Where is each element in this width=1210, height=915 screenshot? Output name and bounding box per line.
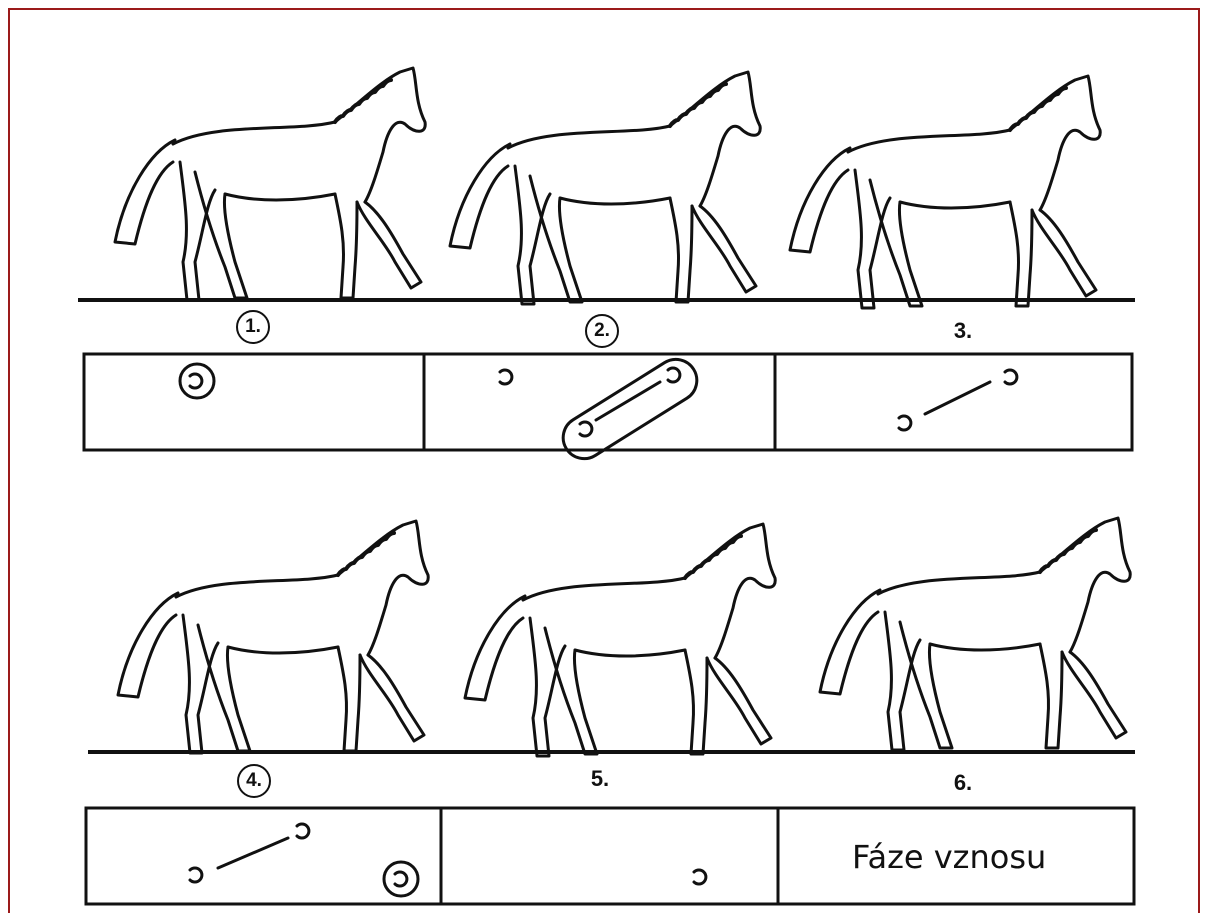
hoofprints-box-4: [188, 822, 420, 898]
flight-phase-text: Fáze vznosu: [852, 838, 1047, 876]
horse-figure-4: [116, 519, 431, 755]
horse-figure-1: [113, 66, 428, 302]
footfall-boxes-row-1: [82, 352, 1134, 452]
hoofprints-box-1: [178, 362, 216, 400]
step-label-5: 5.: [590, 766, 610, 791]
horse-figure-5: [463, 522, 778, 758]
hoofprints-box-2: [498, 357, 699, 461]
hoofprints-box-3: [897, 368, 1019, 432]
step-label-2: 2.: [585, 314, 619, 348]
page-frame: [8, 8, 1200, 913]
step-label-4: 4.: [237, 764, 271, 798]
step-label-6: 6.: [953, 770, 973, 795]
footfall-boxes-row-2: [84, 806, 1136, 906]
step-label-1: 1.: [236, 310, 270, 344]
horse-figure-2: [448, 70, 763, 306]
step-label-3: 3.: [953, 318, 973, 343]
horse-figure-3: [788, 74, 1103, 310]
hoofprints-box-5: [692, 868, 708, 886]
horse-figure-6: [818, 516, 1133, 752]
